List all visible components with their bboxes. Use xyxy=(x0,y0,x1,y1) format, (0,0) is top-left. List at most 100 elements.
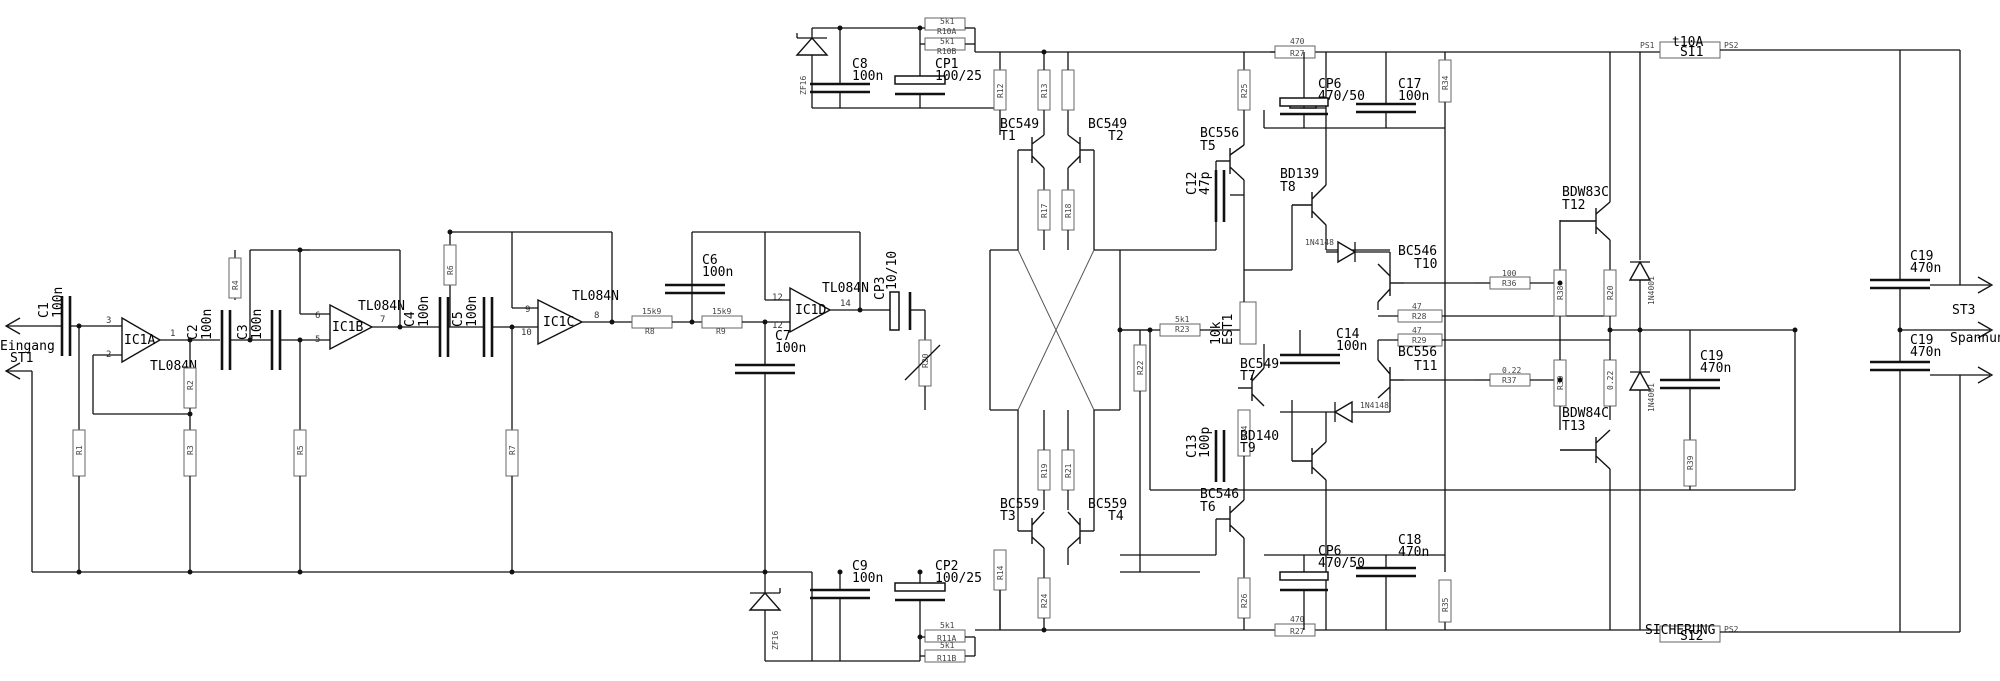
svg-text:R24: R24 xyxy=(1040,593,1049,608)
svg-text:R26: R26 xyxy=(1240,593,1249,608)
svg-text:IC1C: IC1C xyxy=(543,315,574,330)
svg-text:5k1: 5k1 xyxy=(940,621,955,630)
svg-text:100n: 100n xyxy=(1398,89,1429,104)
svg-text:R4: R4 xyxy=(231,280,240,290)
svg-text:EST1: EST1 xyxy=(1221,314,1236,345)
svg-text:100n: 100n xyxy=(1336,339,1367,354)
capacitor-c12: C12 47p xyxy=(1185,170,1244,222)
svg-text:100n: 100n xyxy=(465,296,480,327)
svg-text:100n: 100n xyxy=(702,265,733,280)
svg-text:10: 10 xyxy=(521,328,532,338)
svg-text:100/25: 100/25 xyxy=(935,69,982,84)
svg-text:R27: R27 xyxy=(1290,49,1305,58)
svg-text:C4: C4 xyxy=(403,311,418,327)
transistor-t1: BC549 T1 xyxy=(1000,117,1045,169)
fuse-si1: t10A SI1 PS1 PS2 xyxy=(1640,35,1739,60)
transistor-t5: BC556 T5 xyxy=(1200,126,1245,181)
transistor-t6: BC546 T6 xyxy=(1200,487,1245,539)
opamp-ic1a: IC1A TL084N 3 2 1 xyxy=(106,316,197,374)
opamp-ic1d: IC1D TL084N 12 12 14 xyxy=(772,281,869,334)
svg-text:R28: R28 xyxy=(1412,312,1427,321)
transistor-t10: BC546 T10 xyxy=(1377,244,1437,303)
svg-text:470/50: 470/50 xyxy=(1318,556,1365,571)
c1-label: C1 xyxy=(37,302,52,318)
svg-text:47: 47 xyxy=(1412,326,1422,335)
svg-text:470n: 470n xyxy=(1700,361,1731,376)
svg-text:5k1: 5k1 xyxy=(940,37,955,46)
svg-text:C19: C19 xyxy=(1700,349,1723,364)
svg-text:8: 8 xyxy=(594,311,599,321)
svg-text:T13: T13 xyxy=(1562,419,1585,434)
capacitor-c17: C19 470n xyxy=(1660,330,1731,440)
svg-text:470/50: 470/50 xyxy=(1318,89,1365,104)
svg-text:C19: C19 xyxy=(1910,333,1933,348)
svg-text:CP3: CP3 xyxy=(873,277,888,300)
svg-text:SI2: SI2 xyxy=(1680,629,1703,644)
svg-text:IC1B: IC1B xyxy=(332,320,363,335)
svg-text:C14: C14 xyxy=(1336,327,1360,342)
svg-text:470n: 470n xyxy=(1910,345,1941,360)
svg-text:R27: R27 xyxy=(1290,627,1305,636)
svg-text:ZF16: ZF16 xyxy=(771,631,780,650)
svg-text:7: 7 xyxy=(380,315,385,325)
svg-text:R21: R21 xyxy=(1064,463,1073,478)
svg-text:TL084N: TL084N xyxy=(572,289,619,304)
svg-text:R1: R1 xyxy=(75,445,84,455)
output-ref: ST3 xyxy=(1952,303,1975,318)
svg-text:47p: 47p xyxy=(1198,171,1213,195)
capacitor-cp2: CP2 100/25 xyxy=(894,559,982,661)
opamp-ic1b: IC1B TL084N 6 5 7 xyxy=(315,299,405,351)
svg-text:5k1: 5k1 xyxy=(940,641,955,650)
svg-text:C19: C19 xyxy=(1910,249,1933,264)
svg-text:R11A: R11A xyxy=(937,634,956,643)
opamp-ic1c: IC1C TL084N 9 10 8 xyxy=(521,289,619,346)
svg-text:0.22: 0.22 xyxy=(1606,371,1615,390)
output-connector: ST3 Spannung xyxy=(1900,276,2000,384)
svg-text:CP1: CP1 xyxy=(935,57,958,72)
capacitor-c3: C3 100n xyxy=(236,309,282,370)
capacitor-c13: C13 100p xyxy=(1185,427,1226,482)
svg-text:T4: T4 xyxy=(1108,509,1124,524)
transistor-t4: BC559 T4 xyxy=(1067,497,1127,549)
svg-text:5k1: 5k1 xyxy=(940,17,955,26)
diode-d6: 1N4001 xyxy=(1628,370,1656,630)
svg-text:470: 470 xyxy=(1290,37,1305,46)
svg-text:R13: R13 xyxy=(1040,83,1049,98)
svg-text:3: 3 xyxy=(106,316,111,326)
svg-text:R2: R2 xyxy=(186,380,195,390)
svg-text:PS2: PS2 xyxy=(1724,41,1739,50)
svg-text:R37: R37 xyxy=(1502,376,1517,385)
svg-text:470: 470 xyxy=(1290,615,1305,624)
capacitor-cp1: CP1 100/25 xyxy=(894,28,982,108)
svg-text:R18: R18 xyxy=(1064,203,1073,218)
transistor-t8: BD139 T8 xyxy=(1280,167,1327,226)
zener-z1: ZF16 xyxy=(795,33,829,95)
svg-text:C9: C9 xyxy=(852,559,868,574)
svg-text:9: 9 xyxy=(525,305,530,315)
svg-text:0.22: 0.22 xyxy=(1502,366,1521,375)
svg-text:BC546: BC546 xyxy=(1200,487,1239,502)
c1-value: 100n xyxy=(51,287,66,318)
svg-text:SI1: SI1 xyxy=(1680,45,1703,60)
bias-block-est1: EST1 10k xyxy=(1209,301,1257,345)
svg-text:R35: R35 xyxy=(1441,597,1450,612)
svg-text:10/10: 10/10 xyxy=(885,251,900,290)
potentiometer-r20: R20 xyxy=(904,339,941,387)
capacitor-cp5-body xyxy=(1279,52,1329,128)
svg-text:T2: T2 xyxy=(1108,129,1124,144)
svg-text:5: 5 xyxy=(315,335,320,345)
svg-text:R24: R24 xyxy=(1240,425,1249,440)
svg-text:BC549: BC549 xyxy=(1240,357,1279,372)
svg-text:15k9: 15k9 xyxy=(642,307,661,316)
diode-d5: 1N4001 xyxy=(1628,52,1656,305)
svg-text:100n: 100n xyxy=(417,296,432,327)
svg-text:C5: C5 xyxy=(451,311,466,327)
svg-text:100p: 100p xyxy=(1198,427,1213,458)
svg-text:R8: R8 xyxy=(645,327,655,336)
svg-text:R19: R19 xyxy=(1040,463,1049,478)
capacitor-c7: C7 100n xyxy=(735,322,806,572)
svg-text:C18: C18 xyxy=(1398,533,1421,548)
capacitor-c16: C18 470n xyxy=(1356,533,1429,630)
svg-text:1N4001: 1N4001 xyxy=(1647,276,1656,305)
svg-text:t10A: t10A xyxy=(1672,35,1703,50)
